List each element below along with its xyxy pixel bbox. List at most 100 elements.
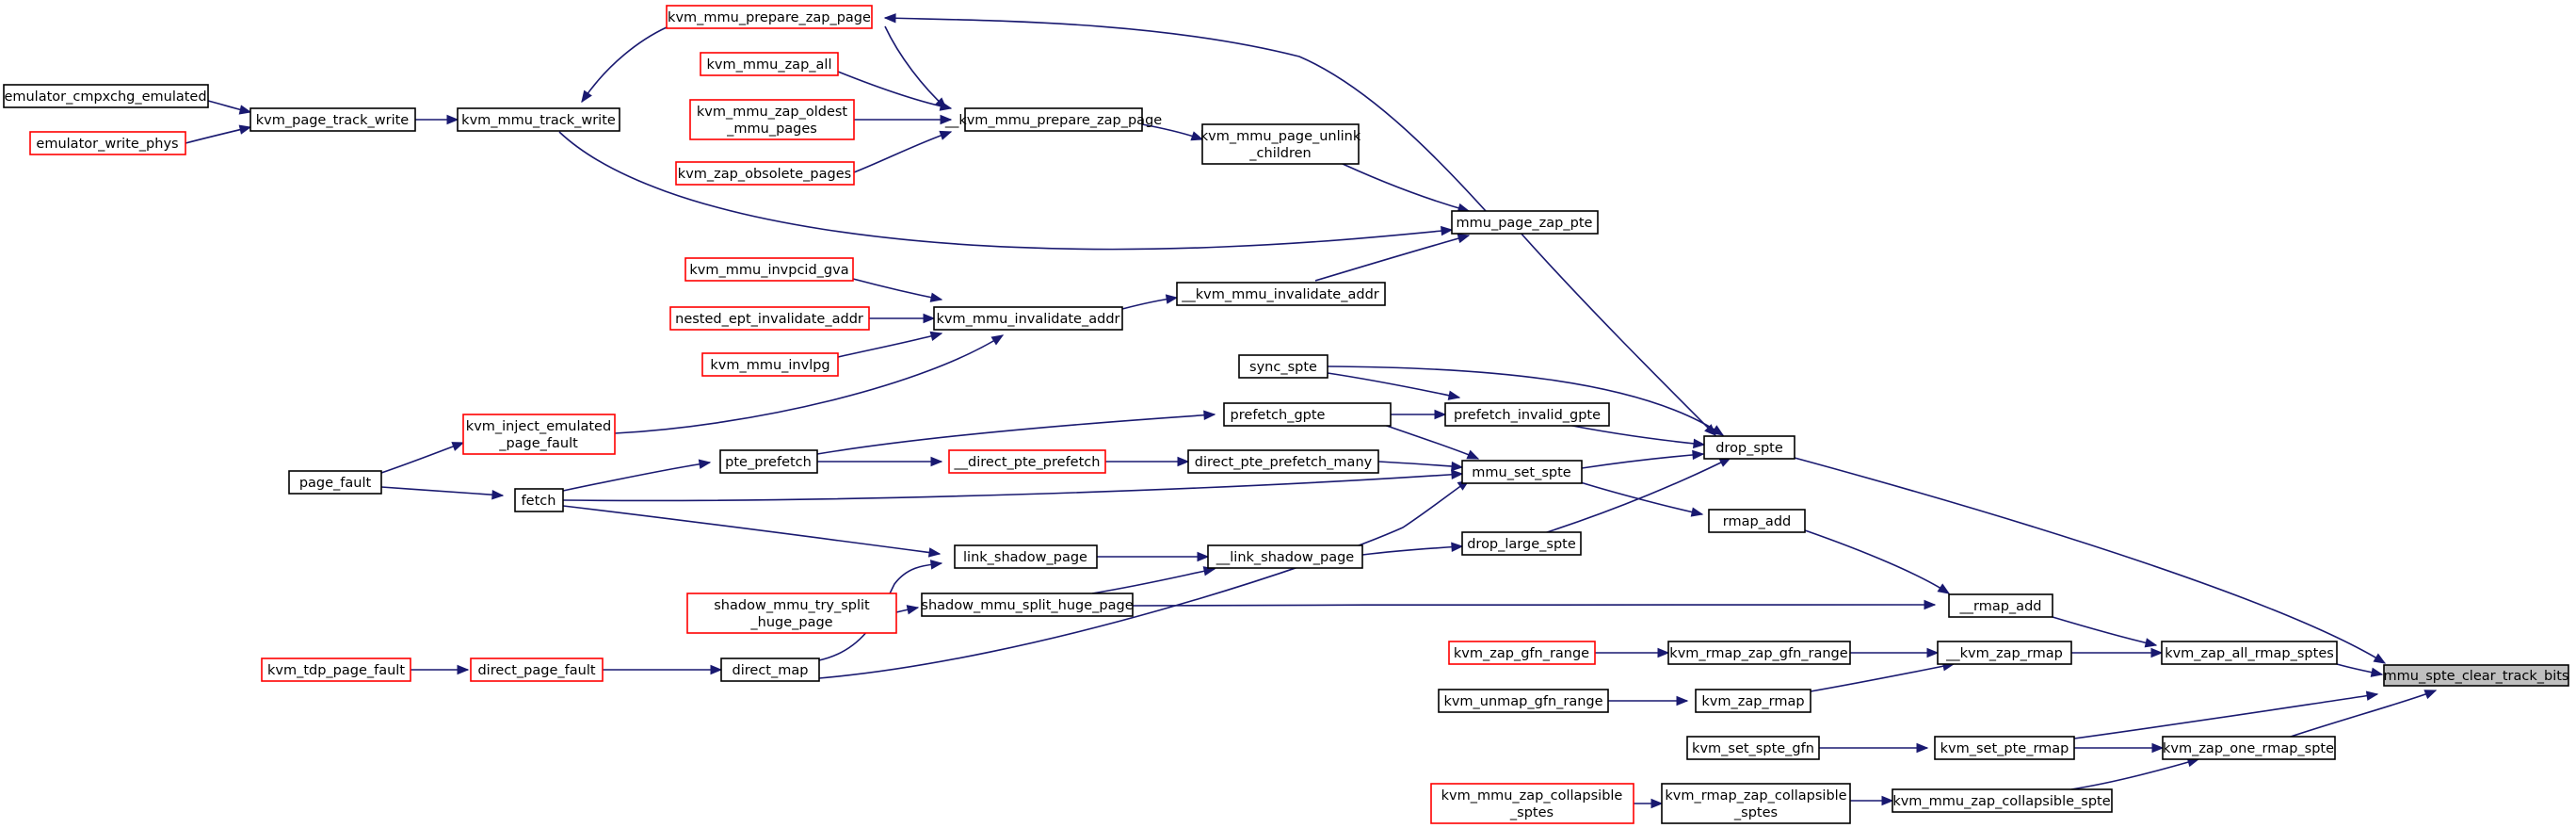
node-kvm-zap-all-rmap-sptes[interactable]: kvm_zap_all_rmap_sptes (2161, 641, 2338, 665)
edge-kvm-mmu-page-unlink-children-to-mmu-page-zap-pte (1329, 157, 1471, 213)
edge-arrowhead (929, 560, 943, 570)
edge-kvm-zap-one-rmap-spte-to-root (2287, 690, 2438, 739)
node-label: prefetch_invalid_gpte (1454, 408, 1601, 423)
node-emulator-cmpxchg-emulated[interactable]: emulator_cmpxchg_emulated (3, 84, 209, 108)
node-kvm-mmu-page-unlink-children[interactable]: kvm_mmu_page_unlink _children (1200, 123, 1361, 165)
node-kvm-mmu-prepare-zap-page[interactable]: kvm_mmu_prepare_zap_page (666, 5, 873, 29)
node-kvm-mmu-zap-oldest-mmu-pages[interactable]: kvm_mmu_zap_oldest_mmu_pages (689, 99, 855, 140)
node-kvm-page-track-write[interactable]: kvm_page_track_write (250, 107, 416, 132)
node-kvm-mmu-zap-all[interactable]: kvm_mmu_zap_all (700, 52, 839, 76)
edge-fetch-to-link-shadow-page (562, 505, 942, 558)
node-direct-pte-prefetch[interactable]: __direct_pte_prefetch (948, 449, 1106, 474)
node-label: kvm_set_spte_gfn (1692, 741, 1814, 756)
node-page-fault[interactable]: page_fault (288, 470, 382, 495)
edge-arrowhead (1937, 583, 1951, 594)
node-kvm-set-pte-rmap[interactable]: kvm_set_pte_rmap (1934, 736, 2075, 760)
node-label: rmap_add (1723, 514, 1791, 529)
edge-arrowhead (990, 334, 1005, 346)
edge-arrowhead (1916, 742, 1929, 754)
node-direct-page-fault[interactable]: direct_page_fault (470, 658, 604, 682)
node-pte-prefetch[interactable]: pte_prefetch (719, 449, 818, 474)
node-kvm-rmap-zap-collapsible-sptes[interactable]: kvm_rmap_zap_collapsible_sptes (1661, 783, 1851, 824)
node-label: shadow_mmu_try_split (714, 598, 870, 613)
node-label: prefetch_gpte (1231, 408, 1326, 423)
node-rmap-add-inner[interactable]: __rmap_add (1948, 593, 2053, 618)
edge-arrowhead (1457, 234, 1471, 244)
node-kvm-mmu-invlpg[interactable]: kvm_mmu_invlpg (701, 352, 839, 377)
node-kvm-zap-one-rmap-spte[interactable]: kvm_zap_one_rmap_spte (2162, 736, 2336, 760)
node-shadow-mmu-try-split-huge-page[interactable]: shadow_mmu_try_split_huge_page (686, 593, 897, 634)
edge-kvm-set-spte-gfn-to-kvm-set-pte-rmap (1819, 742, 1929, 754)
node-kvm-zap-gfn-range[interactable]: kvm_zap_gfn_range (1448, 641, 1596, 665)
edge-arrowhead (698, 459, 712, 469)
edge-emulator-cmpxchg-emulated-to-kvm-page-track-write (207, 100, 252, 115)
edge-arrowhead (927, 547, 942, 558)
node-label-line-2: _sptes (1509, 805, 1554, 820)
node-label: kvm_zap_gfn_range (1454, 646, 1589, 661)
edge-kvm-rmap-zap-collapsible-sptes-to-kvm-mmu-zap-collapsible-spte (1849, 795, 1894, 806)
node-shadow-mmu-split-huge-page[interactable]: shadow_mmu_split_huge_page (921, 593, 1134, 617)
node-direct-map[interactable]: direct_map (720, 658, 820, 682)
node-label: __kvm_mmu_invalidate_addr (1181, 287, 1379, 302)
node-label: __kvm_mmu_prepare_zap_page (944, 113, 1162, 128)
node-kvm-mmu-track-write[interactable]: kvm_mmu_track_write (457, 107, 620, 132)
node-label: nested_ept_invalidate_addr (675, 312, 863, 327)
node-link-shadow-page[interactable]: link_shadow_page (954, 544, 1098, 569)
node-prefetch-gpte[interactable]: prefetch_gpte (1223, 402, 1392, 427)
node-label: pte_prefetch (725, 455, 812, 470)
node-kvm-zap-rmap[interactable]: kvm_zap_rmap (1695, 689, 1811, 713)
node-sync-spte[interactable]: sync_spte (1238, 354, 1328, 379)
edge-arrowhead (238, 124, 252, 135)
edge-arrowhead (1466, 449, 1480, 460)
edge-arrowhead (2423, 690, 2438, 700)
node-label: shadow_mmu_split_huge_page (921, 598, 1133, 613)
node-kvm-rmap-zap-gfn-range[interactable]: kvm_rmap_zap_gfn_range (1667, 641, 1851, 665)
edge-mmu-set-spte-to-drop-spte (1581, 449, 1705, 469)
edge-arrowhead (1693, 438, 1706, 449)
edge-mmu-set-spte-to-rmap-add (1573, 479, 1704, 517)
node-kvm-set-spte-gfn[interactable]: kvm_set_spte_gfn (1686, 736, 1820, 760)
edge-shadow-mmu-split-huge-page-to-rmap-add-inner (1132, 599, 1937, 610)
node-kvm-zap-obsolete-pages[interactable]: kvm_zap_obsolete_pages (675, 161, 855, 186)
node-label: link_shadow_page (963, 550, 1087, 565)
node-mmu-spte-clear-track-bits[interactable]: mmu_spte_clear_track_bits (2383, 664, 2569, 687)
node-kvm-mmu-zap-collapsible-sptes[interactable]: kvm_mmu_zap_collapsible_sptes (1430, 783, 1634, 824)
edge-arrowhead (939, 101, 953, 111)
node-drop-spte[interactable]: drop_spte (1703, 435, 1795, 460)
node-prefetch-invalid-gpte[interactable]: prefetch_invalid_gpte (1444, 402, 1610, 427)
edge-arrowhead (939, 130, 953, 140)
node-kvm-mmu-invalidate-addr[interactable]: kvm_mmu_invalidate_addr (933, 306, 1123, 331)
node-kvm-mmu-prepare-zap-page-inner[interactable]: __kvm_mmu_prepare_zap_page (944, 107, 1162, 132)
node-kvm-unmap-gfn-range[interactable]: kvm_unmap_gfn_range (1438, 689, 1609, 713)
edge-kvm-zap-rmap-inner-to-kvm-zap-all-rmap-sptes (2070, 647, 2164, 658)
node-direct-pte-prefetch-many[interactable]: direct_pte_prefetch_many (1187, 449, 1379, 474)
node-nested-ept-invalidate-addr[interactable]: nested_ept_invalidate_addr (669, 306, 870, 331)
edge-kvm-set-pte-rmap-to-root (2073, 690, 2379, 739)
node-label: emulator_write_phys (36, 137, 178, 152)
edge-page-fault-to-fetch (380, 486, 505, 500)
edge-kvm-zap-gfn-range-to-kvm-rmap-zap-gfn-range (1594, 647, 1670, 658)
node-label: kvm_rmap_zap_gfn_range (1669, 646, 1847, 661)
node-fetch[interactable]: fetch (514, 488, 564, 512)
node-mmu-set-spte[interactable]: mmu_set_spte (1461, 460, 1583, 484)
node-label: kvm_mmu_page_unlink (1200, 129, 1361, 144)
node-mmu-page-zap-pte[interactable]: mmu_page_zap_pte (1451, 210, 1599, 235)
node-kvm-zap-rmap-inner[interactable]: __kvm_zap_rmap (1937, 641, 2072, 665)
node-rmap-add[interactable]: rmap_add (1708, 509, 1806, 533)
edge-kvm-mmu-invlpg-to-kvm-mmu-invalidate-addr (837, 331, 943, 358)
node-kvm-mmu-zap-collapsible-spte[interactable]: kvm_mmu_zap_collapsible_spte (1892, 788, 2113, 813)
node-link-shadow-page-inner[interactable]: __link_shadow_page (1207, 544, 1363, 569)
node-kvm-mmu-invpcid-gva[interactable]: kvm_mmu_invpcid_gva (684, 257, 854, 282)
edge-kvm-mmu-zap-oldest-to-pzp (854, 114, 953, 125)
edge-arrowhead (1451, 469, 1464, 479)
node-label-line-2: _children (1248, 146, 1311, 161)
node-kvm-inject-emulated-page-fault[interactable]: kvm_inject_emulated_page_fault (462, 414, 616, 455)
edge-arrowhead (1711, 425, 1725, 436)
node-drop-large-spte[interactable]: drop_large_spte (1461, 531, 1582, 556)
edge-shadow-mmu-try-split-huge-page-to-shadow-mmu-split-huge-page (895, 605, 920, 615)
node-emulator-write-phys[interactable]: emulator_write_phys (29, 131, 186, 155)
node-kvm-mmu-invalidate-addr-inner[interactable]: __kvm_mmu_invalidate_addr (1176, 282, 1386, 306)
node-kvm-tdp-page-fault[interactable]: kvm_tdp_page_fault (261, 658, 411, 682)
node-label: __kvm_zap_rmap (1945, 646, 2063, 661)
